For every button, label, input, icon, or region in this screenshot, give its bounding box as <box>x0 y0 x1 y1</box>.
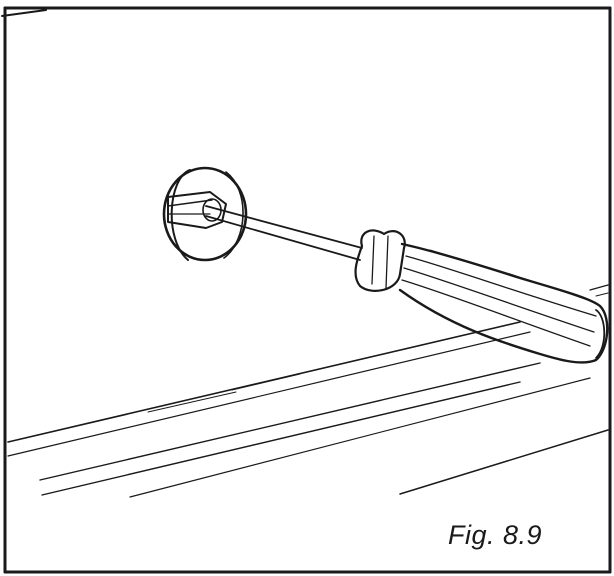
sill-lines <box>7 284 609 498</box>
screw-head-icon <box>167 191 227 229</box>
figure-border <box>1 6 612 574</box>
figure-caption: Fig. 8.9 <box>448 520 543 550</box>
screwdriver-icon <box>205 205 609 364</box>
